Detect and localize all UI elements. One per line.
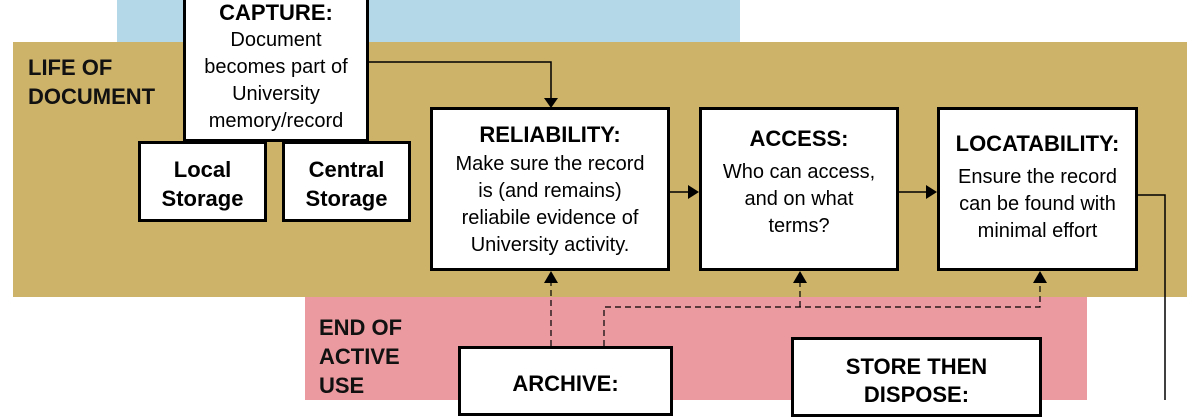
central-storage-box: Central Storage	[282, 141, 411, 222]
connector-locatability-down	[1136, 194, 1166, 400]
capture-title: CAPTURE:	[219, 0, 333, 25]
store-then-dispose-title: STORE THEN DISPOSE:	[845, 354, 988, 407]
arrowhead-access-bottom	[793, 271, 807, 283]
local-storage-box: Local Storage	[138, 141, 267, 222]
reliability-title: RELIABILITY:	[479, 122, 621, 147]
capture-box: CAPTURE: Document becomes part of Univer…	[183, 0, 369, 142]
connectors	[366, 61, 1166, 400]
locatability-box: LOCATABILITY: Ensure the record can be f…	[937, 107, 1138, 271]
reliability-text: Make sure the record is (and remains) re…	[455, 153, 645, 256]
arrowhead-locatability-bottom	[1033, 271, 1047, 283]
life-of-document-label: LIFE OF DOCUMENT	[28, 55, 156, 109]
local-storage-label: Local Storage	[161, 157, 244, 211]
arrowhead-reliability-top	[544, 98, 558, 108]
end-of-active-use-label: END OF ACTIVE USE	[319, 315, 403, 398]
archive-box: ARCHIVE:	[458, 346, 673, 416]
arrowhead-reliability-bottom	[544, 271, 558, 283]
access-text: Who can access, and on what terms?	[722, 161, 876, 237]
archive-title: ARCHIVE:	[512, 371, 619, 396]
arrowhead-locatability-left	[926, 185, 937, 199]
central-storage-label: Central Storage	[305, 157, 388, 211]
capture-text: Document becomes part of University memo…	[204, 29, 348, 132]
store-then-dispose-box: STORE THEN DISPOSE:	[791, 337, 1042, 417]
access-title: ACCESS:	[749, 126, 849, 151]
arrowhead-access-left	[688, 185, 699, 199]
reliability-box: RELIABILITY: Make sure the record is (an…	[430, 107, 670, 271]
locatability-text: Ensure the record can be found with mini…	[958, 166, 1117, 242]
locatability-title: LOCATABILITY:	[955, 131, 1120, 156]
connector-capture-to-reliability	[366, 61, 552, 100]
access-box: ACCESS: Who can access, and on what term…	[699, 107, 899, 271]
